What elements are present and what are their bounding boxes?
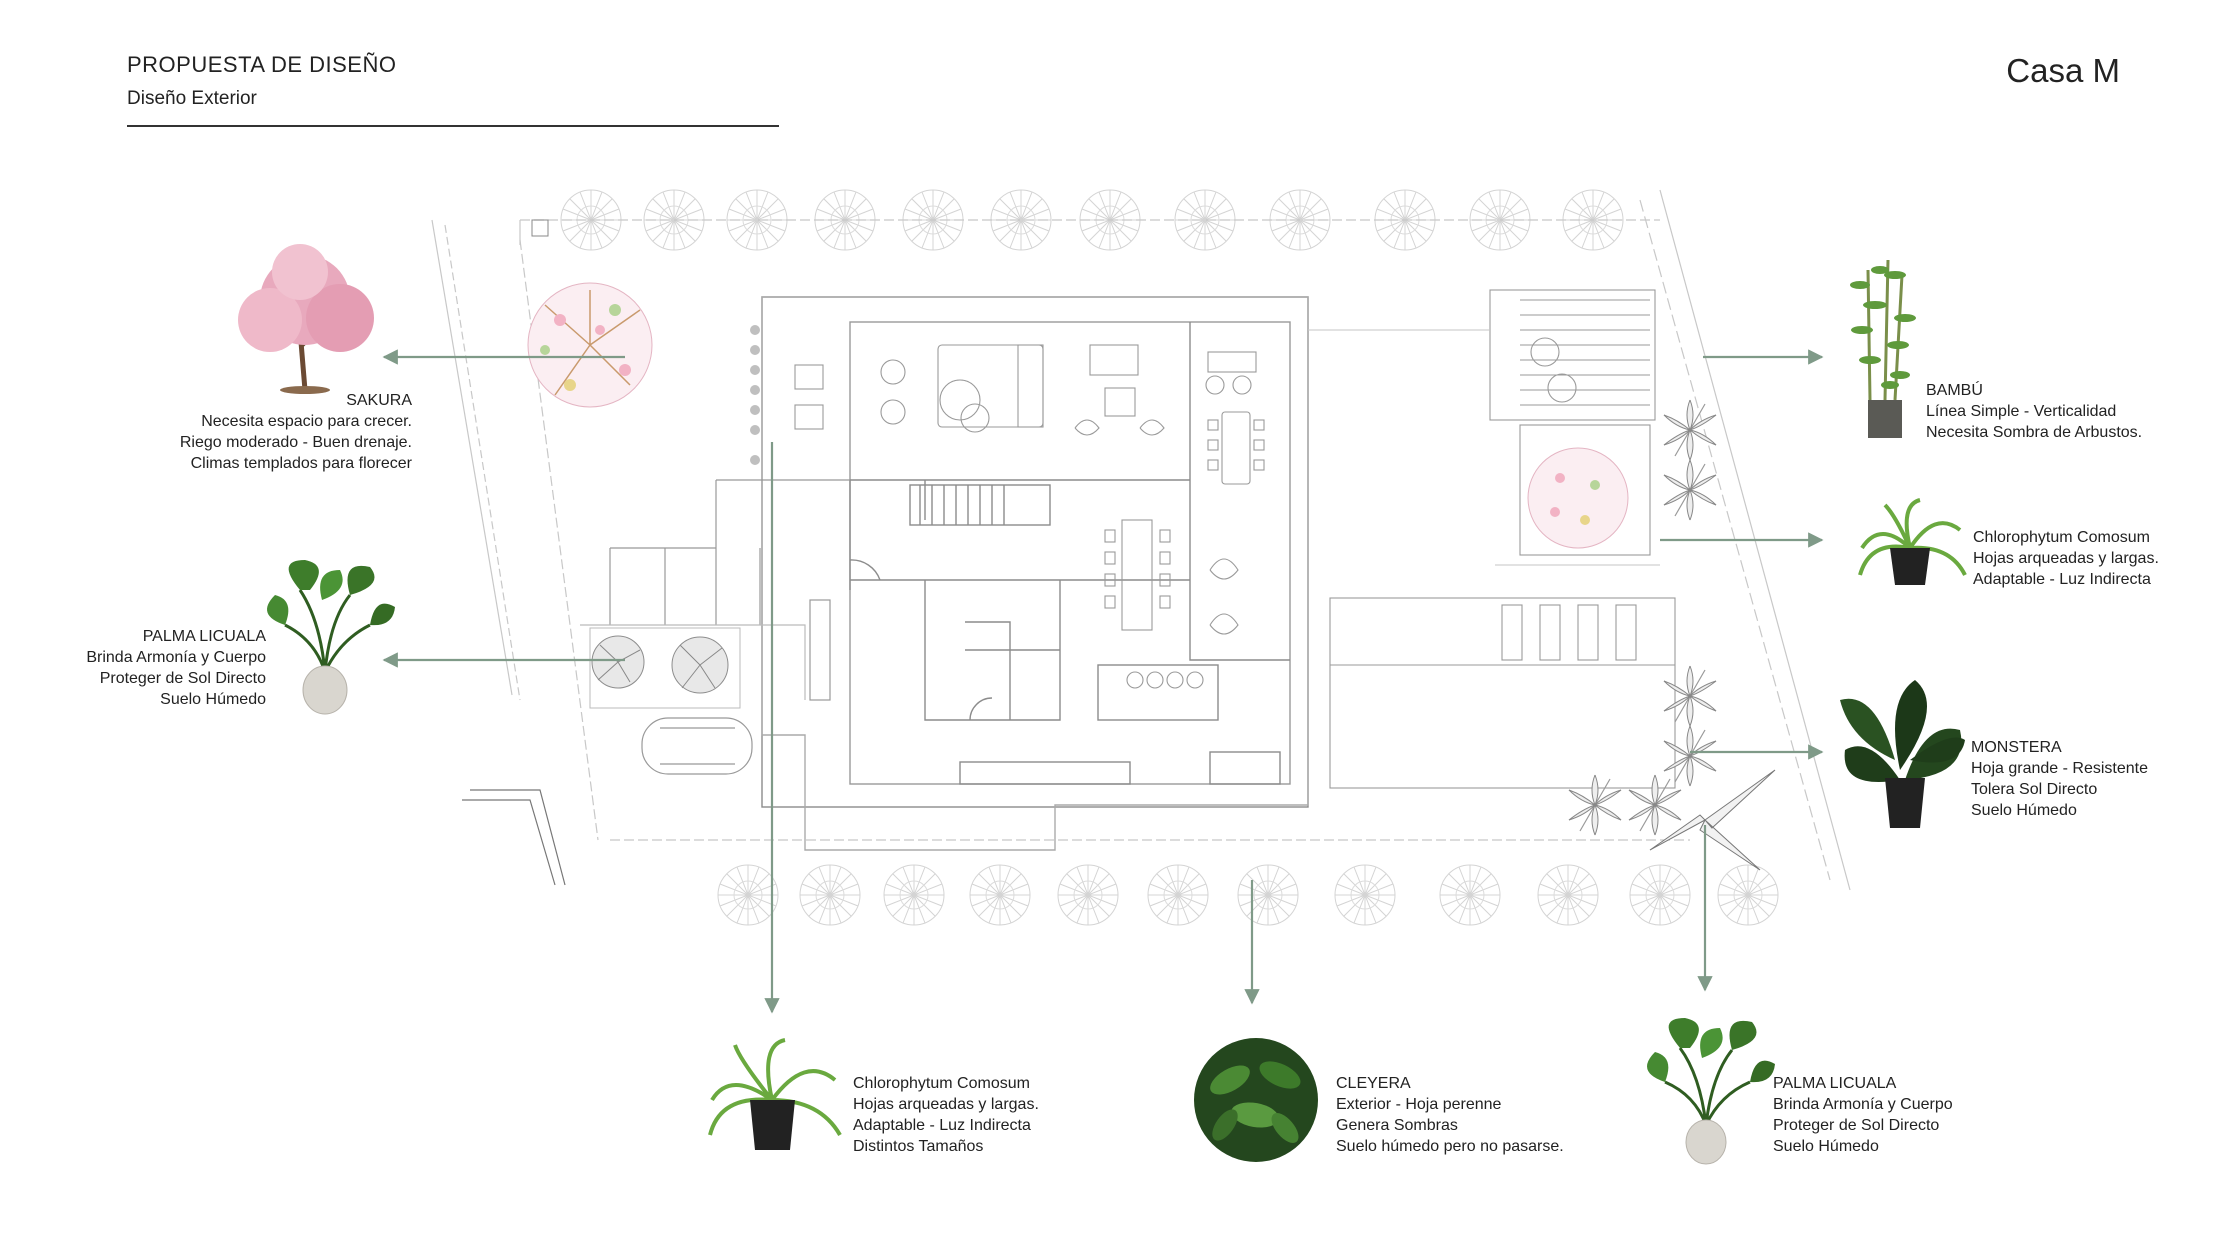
plant-note: Adaptable - Luz Indirecta	[853, 1117, 1031, 1134]
plant-note: Distintos Tamaños	[853, 1138, 984, 1155]
plant-note: Brinda Armonía y Cuerpo	[86, 649, 266, 666]
plant-name: SAKURA	[346, 392, 412, 409]
plant-note: Genera Sombras	[1336, 1117, 1458, 1134]
label-cleyera: CLEYERA Exterior - Hoja perenne Genera S…	[1336, 1073, 1564, 1157]
chlorophytum-illustration-right	[1858, 498, 1967, 585]
project-name: Casa M	[2006, 52, 2120, 89]
plant-note: Suelo Húmedo	[160, 691, 266, 708]
plant-note: Tolera Sol Directo	[1971, 781, 2098, 798]
label-monstera: MONSTERA Hoja grande - Resistente Tolera…	[1971, 737, 2148, 821]
plant-note: Hojas arqueadas y largas.	[853, 1096, 1039, 1113]
plant-note: Hojas arqueadas y largas.	[1973, 550, 2159, 567]
plant-name: CLEYERA	[1336, 1075, 1411, 1092]
cleyera-illustration	[1194, 1038, 1318, 1162]
plant-note: Adaptable - Luz Indirecta	[1973, 571, 2151, 588]
plant-note: Proteger de Sol Directo	[1773, 1117, 1940, 1134]
plant-note: Necesita Sombra de Arbustos.	[1926, 424, 2143, 441]
plant-note: Brinda Armonía y Cuerpo	[1773, 1096, 1953, 1113]
plant-note: Exterior - Hoja perenne	[1336, 1096, 1502, 1113]
bambu-illustration	[1850, 259, 1916, 438]
label-chlorophytum-right: Chlorophytum Comosum Hojas arqueadas y l…	[1973, 527, 2159, 590]
page-subtitle: Diseño Exterior	[127, 88, 257, 109]
chlorophytum-illustration-bottom	[708, 1038, 842, 1150]
plant-note: Línea Simple - Verticalidad	[1926, 403, 2117, 420]
label-chlorophytum-bottom: Chlorophytum Comosum Hojas arqueadas y l…	[853, 1073, 1039, 1157]
label-palma-licuala-bottom: PALMA LICUALA Brinda Armonía y Cuerpo Pr…	[1773, 1073, 1953, 1157]
fern-plan-symbols	[591, 635, 729, 694]
plant-note: Hoja grande - Resistente	[1971, 760, 2148, 777]
sakura-tree-illustration	[238, 244, 374, 394]
plant-note: Riego moderado - Buen drenaje.	[179, 434, 412, 451]
sakura-plan-symbol-terrace	[1527, 447, 1629, 549]
plant-note: Suelo Húmedo	[1773, 1138, 1879, 1155]
plant-name: BAMBÚ	[1926, 382, 1983, 399]
callout-arrows	[382, 349, 1824, 1014]
page-title: PROPUESTA DE DISEÑO	[127, 52, 397, 77]
plant-note: Proteger de Sol Directo	[99, 670, 266, 687]
header-divider	[127, 125, 779, 127]
plant-name: PALMA LICUALA	[1773, 1075, 1897, 1092]
plant-note: Necesita espacio para crecer.	[201, 413, 412, 430]
monstera-illustration	[1840, 680, 1965, 828]
sakura-plan-symbol	[527, 282, 653, 408]
label-sakura: SAKURA Necesita espacio para crecer. Rie…	[180, 390, 412, 474]
plant-note: Suelo Húmedo	[1971, 802, 2077, 819]
plant-name: Chlorophytum Comosum	[1973, 529, 2150, 546]
plant-name: Chlorophytum Comosum	[853, 1075, 1030, 1092]
plant-note: Suelo húmedo pero no pasarse.	[1336, 1138, 1564, 1155]
bottom-hedge-row	[717, 864, 1779, 926]
plant-note: Climas templados para florecer	[190, 455, 412, 472]
plant-name: PALMA LICUALA	[142, 628, 266, 645]
label-bambu: BAMBÚ Línea Simple - Verticalidad Necesi…	[1926, 380, 2142, 443]
palma-licuala-illustration-bottom	[1647, 1018, 1775, 1165]
label-palma-licuala-left: PALMA LICUALA Brinda Armonía y Cuerpo Pr…	[86, 626, 266, 710]
plant-name: MONSTERA	[1971, 739, 2062, 756]
palma-licuala-illustration-left	[267, 560, 395, 715]
